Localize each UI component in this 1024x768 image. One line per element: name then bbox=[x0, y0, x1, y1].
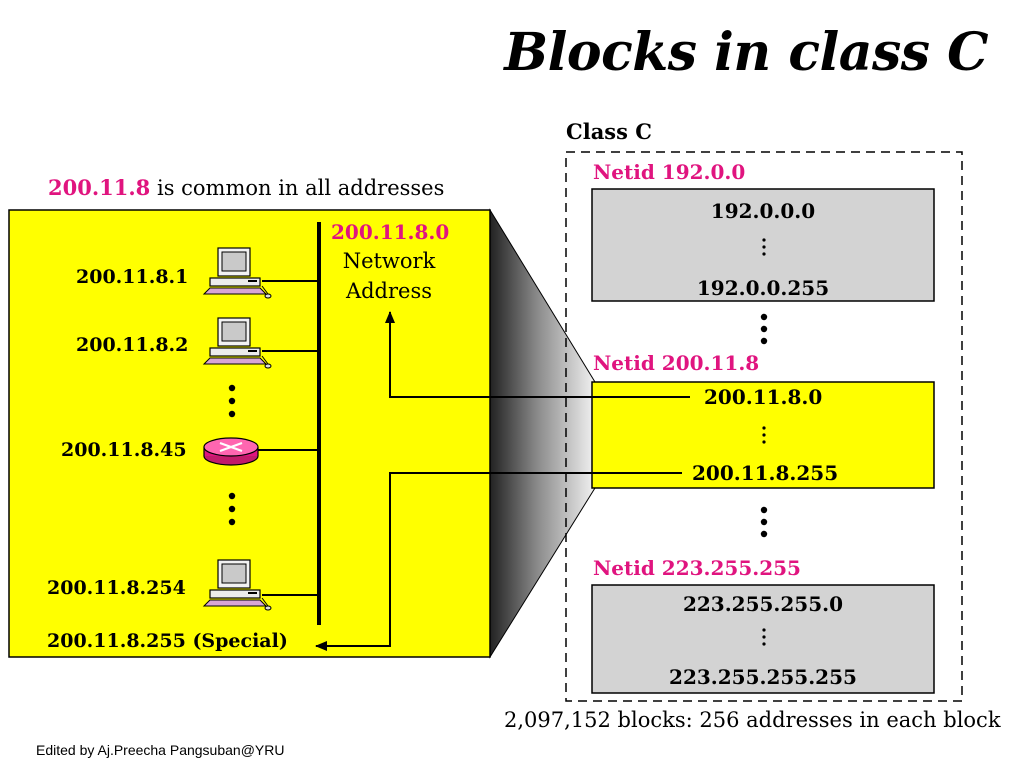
host-ellipsis bbox=[228, 384, 236, 526]
block-box-192 bbox=[591, 188, 935, 302]
computer-icon bbox=[202, 317, 272, 369]
netid-200: Netid 200.11.8 bbox=[593, 351, 760, 375]
page-title: Blocks in class C bbox=[504, 22, 988, 83]
computer-icon bbox=[202, 247, 272, 299]
block-ellipsis bbox=[760, 313, 768, 538]
block-192-last: 192.0.0.255 bbox=[696, 276, 830, 300]
credit-footer: Edited by Aj.Preecha Pangsuban@YRU bbox=[36, 742, 285, 758]
netid-192: Netid 192.0.0 bbox=[593, 160, 746, 184]
block-192-first: 192.0.0.0 bbox=[710, 199, 816, 223]
class-c-region bbox=[565, 151, 963, 702]
host-address-1: 200.11.8.1 bbox=[76, 266, 189, 288]
block-summary: 2,097,152 blocks: 256 addresses in each … bbox=[504, 708, 1001, 732]
network-address-value: 200.11.8.0 bbox=[331, 220, 450, 244]
common-note-text: is common in all addresses bbox=[150, 176, 445, 200]
network-address-label: Network Address bbox=[330, 246, 448, 306]
network-address-line2: Address bbox=[345, 279, 433, 303]
block-200-first: 200.11.8.0 bbox=[704, 385, 823, 409]
block-box-223 bbox=[591, 584, 935, 694]
host-address-2: 200.11.8.2 bbox=[76, 334, 189, 356]
host-address-254: 200.11.8.254 bbox=[47, 577, 186, 599]
block-223-first: 223.255.255.0 bbox=[682, 592, 844, 616]
common-prefix: 200.11.8 bbox=[48, 175, 151, 200]
computer-icon bbox=[202, 559, 272, 611]
router-icon bbox=[203, 437, 259, 466]
block-223-last: 223.255.255.255 bbox=[669, 665, 857, 689]
network-address-arrow bbox=[385, 311, 690, 398]
block-inner-ellipsis bbox=[762, 238, 766, 646]
class-c-label: Class C bbox=[566, 119, 652, 144]
router-address: 200.11.8.45 bbox=[61, 439, 187, 461]
special-address-arrow bbox=[315, 472, 682, 651]
special-address: 200.11.8.255 (Special) bbox=[47, 630, 288, 652]
block-200-last: 200.11.8.255 bbox=[692, 461, 839, 485]
network-address-line1: Network bbox=[342, 249, 436, 273]
netid-223: Netid 223.255.255 bbox=[593, 556, 801, 580]
common-prefix-note: 200.11.8 is common in all addresses bbox=[48, 175, 444, 200]
zoom-funnel bbox=[489, 208, 596, 659]
